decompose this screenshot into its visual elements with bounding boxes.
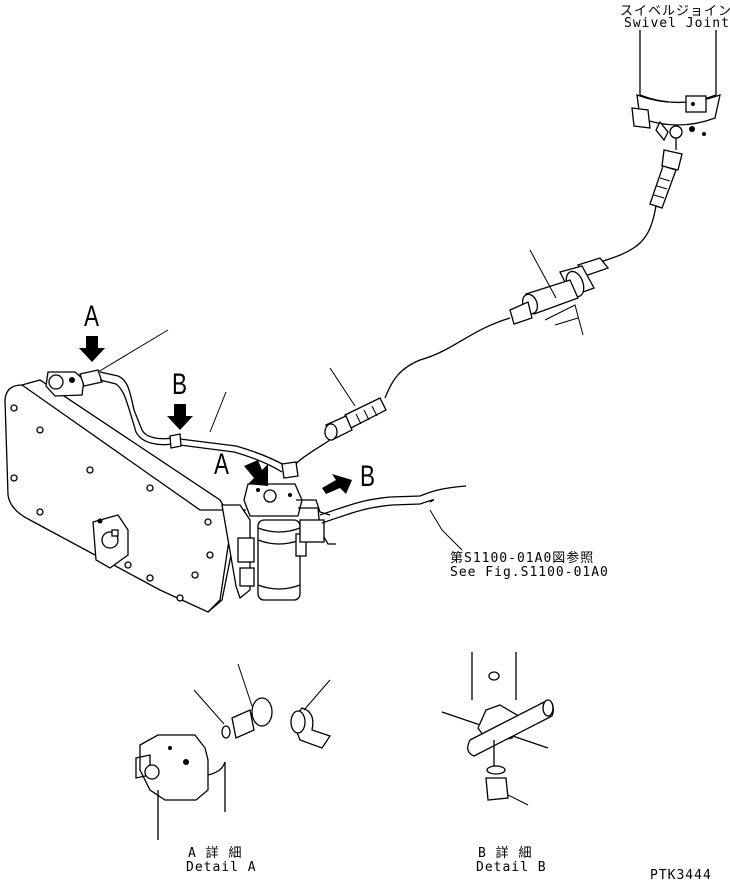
detail-b-title-en: Detail B [476,860,547,875]
marker-b-mid: B [360,460,376,493]
detail-b-title-jp: B 詳 細 [478,846,533,861]
filter-assembly [221,461,467,601]
detail-a-title-en: Detail A [186,860,257,875]
swivel-joint [631,30,721,171]
reference-label-jp: 第S1100-01A0図参照 [450,551,595,566]
mounting-plate [4,379,247,613]
hose-assembly [291,165,677,469]
view-arrows [79,336,352,494]
swivel-joint-label-en: Swivel Joint [624,16,730,31]
drawing-code: PTK3444 [650,868,712,883]
detail-a [135,663,332,840]
marker-a-mid: A [214,448,230,481]
marker-a-top: A [84,300,100,333]
marker-b-top: B [172,368,188,401]
tube-line [45,329,287,473]
detail-a-title-jp: A 詳 細 [188,846,243,861]
reference-label-en: See Fig.S1100-01A0 [450,565,609,580]
swivel-joint-label-jp: スイベルジョイント [620,4,730,19]
detail-b [441,652,554,806]
